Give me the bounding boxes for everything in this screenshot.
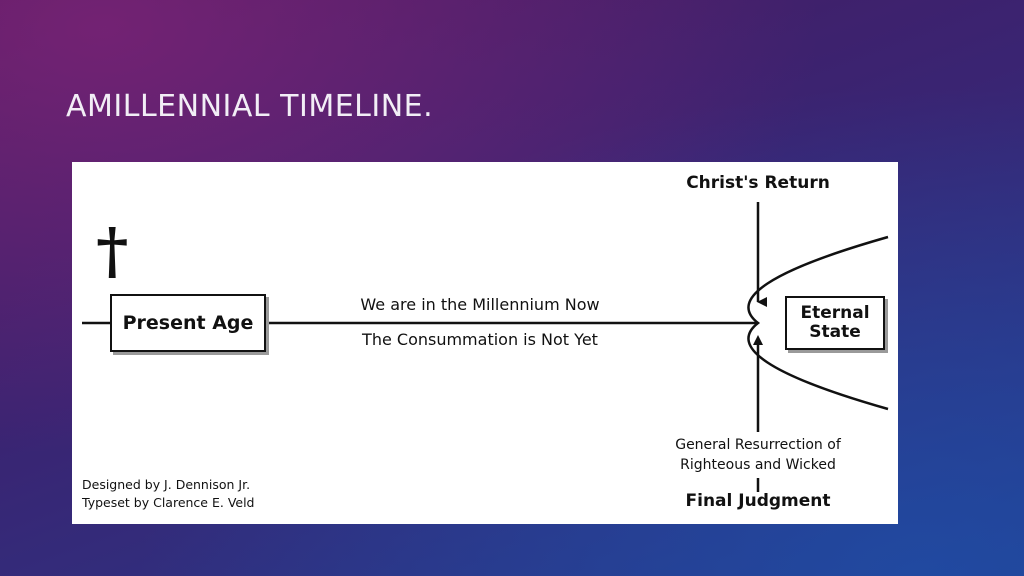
timeline-diagram: † Present Age We are in the Millennium N… (72, 162, 898, 524)
credit-designer: Designed by J. Dennison Jr. (82, 477, 251, 492)
resurrection-label-line1: General Resurrection of (675, 437, 841, 453)
christs-return-label: Christ's Return (686, 173, 830, 193)
final-judgment-label: Final Judgment (685, 491, 831, 511)
timeline-lines (82, 202, 889, 492)
eternal-state-line1: Eternal (800, 303, 870, 324)
eternal-state-box: Eternal State (785, 296, 885, 350)
cross-icon: † (96, 214, 129, 287)
eternal-state-line2: State (809, 322, 861, 342)
slide-title: AMILLENNIAL TIMELINE. (66, 89, 434, 124)
credit-typesetter: Typeset by Clarence E. Veld (82, 495, 255, 510)
present-age-box: Present Age (110, 294, 266, 352)
consummation-curve (747, 235, 889, 411)
millennium-now-label: We are in the Millennium Now (360, 295, 600, 314)
consummation-label: The Consummation is Not Yet (362, 330, 598, 349)
resurrection-label-line2: Righteous and Wicked (680, 457, 836, 473)
